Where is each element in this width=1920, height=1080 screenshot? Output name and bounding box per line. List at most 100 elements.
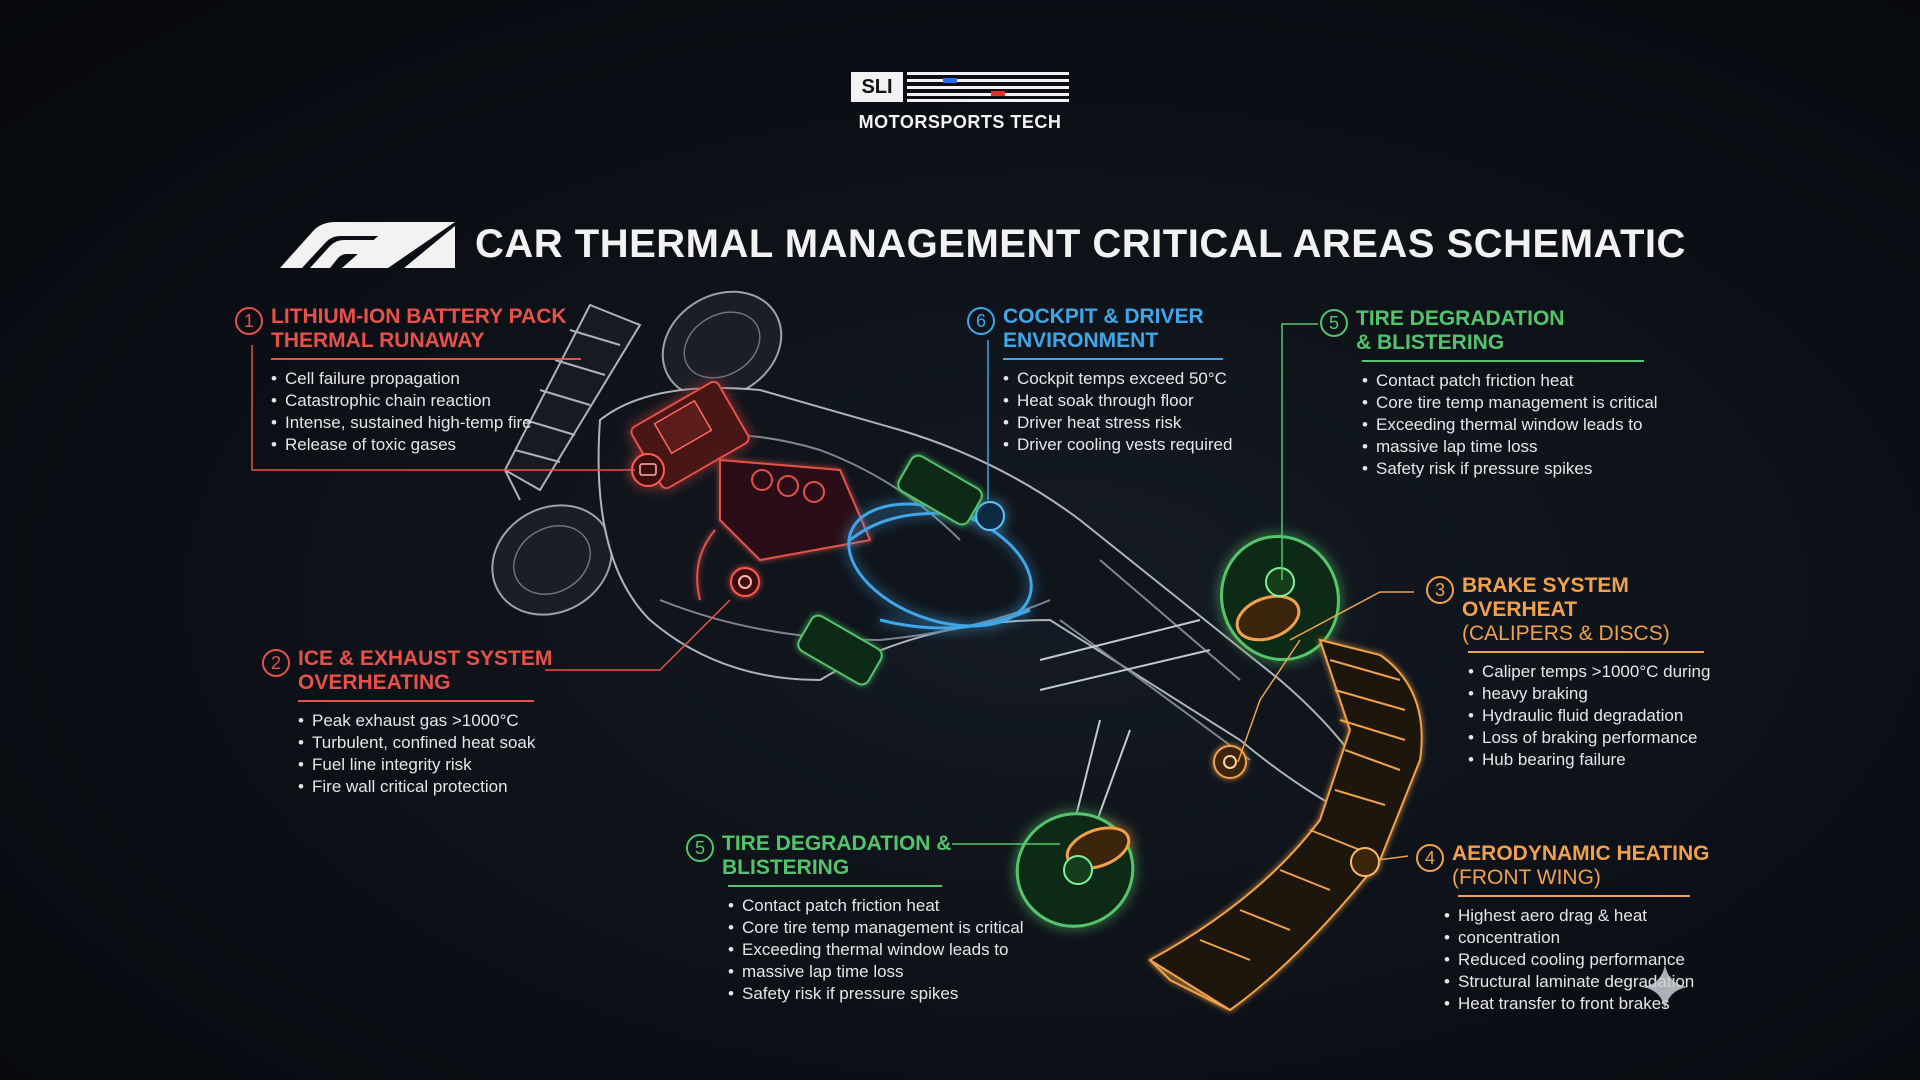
logo-stripe [907, 93, 1069, 96]
callout-rule [1468, 651, 1704, 653]
bullet: Core tire temp management is critical [1362, 392, 1658, 414]
callout-title-line1: LITHIUM-ION BATTERY PACK [271, 305, 567, 328]
bullet: Caliper temps >1000°C during [1468, 661, 1710, 683]
bullet: Hub bearing failure [1468, 749, 1710, 771]
callout-rule [271, 358, 581, 360]
bullet: Exceeding thermal window leads to [728, 939, 1024, 961]
bullet: massive lap time loss [1362, 436, 1658, 458]
bullet: Reduced cooling performance [1444, 949, 1709, 971]
bullet: massive lap time loss [728, 961, 1024, 983]
callout-bullets: Peak exhaust gas >1000°C Turbulent, conf… [298, 710, 552, 798]
bullet: Driver heat stress risk [1003, 412, 1232, 434]
callout-title-line1: BRAKE SYSTEM [1462, 574, 1629, 597]
front-right-wheel [1220, 534, 1340, 662]
callout-title: TIRE DEGRADATION & BLISTERING [722, 832, 951, 880]
callout-title: COCKPIT & DRIVER ENVIRONMENT [1003, 305, 1204, 353]
bullet: Heat soak through floor [1003, 390, 1232, 412]
bullet: Driver cooling vests required [1003, 434, 1232, 456]
callout-bullets: Highest aero drag & heat concentration R… [1444, 905, 1709, 1015]
logo-stripe [907, 79, 1069, 82]
callout-number: 1 [235, 307, 263, 335]
callout-brake: 3 BRAKE SYSTEM OVERHEAT (CALIPERS & DISC… [1426, 574, 1710, 771]
callout-number: 5 [1320, 309, 1348, 337]
callout-rule [1362, 360, 1644, 362]
brake-hub-marker [1213, 745, 1247, 779]
callout-title: AERODYNAMIC HEATING (FRONT WING) [1452, 842, 1709, 890]
rear-left-wheel [661, 290, 783, 400]
callout-title-line1: TIRE DEGRADATION [1356, 307, 1565, 330]
logo-blue-accent [943, 78, 957, 83]
callout-title-line2: BLISTERING [722, 856, 850, 879]
page-title: CAR THERMAL MANAGEMENT CRITICAL AREAS SC… [475, 221, 1686, 266]
callout-rule [1458, 895, 1690, 897]
bullet: Contact patch friction heat [728, 895, 1024, 917]
bullet: Hydraulic fluid degradation [1468, 705, 1710, 727]
bullet: Fire wall critical protection [298, 776, 552, 798]
callout-title: ICE & EXHAUST SYSTEM OVERHEATING [298, 647, 552, 695]
callout-battery: 1 LITHIUM-ION BATTERY PACK THERMAL RUNAW… [235, 305, 581, 456]
front-wing [1148, 638, 1423, 1012]
title-row: CAR THERMAL MANAGEMENT CRITICAL AREAS SC… [280, 214, 1686, 274]
callout-title-line2: & BLISTERING [1356, 331, 1505, 354]
bullet: Contact patch friction heat [1362, 370, 1658, 392]
brand-name: MOTORSPORTS TECH [858, 112, 1062, 132]
callout-bullets: Contact patch friction heat Core tire te… [1362, 370, 1658, 480]
logo-red-accent [991, 91, 1005, 96]
bullet: Core tire temp management is critical [728, 917, 1024, 939]
bullet: Exceeding thermal window leads to [1362, 414, 1658, 436]
callout-subtitle: (CALIPERS & DISCS) [1462, 622, 1670, 645]
callout-number: 6 [967, 307, 995, 335]
front-left-wheel [1015, 812, 1135, 928]
callout-bullets: Contact patch friction heat Core tire te… [728, 895, 1024, 1005]
rear-right-wheel [491, 504, 613, 616]
callout-rule [1003, 358, 1223, 360]
bullet: Fuel line integrity risk [298, 754, 552, 776]
bullet: Release of toxic gases [271, 434, 581, 456]
callout-tire-lower: 5 TIRE DEGRADATION & BLISTERING Contact … [686, 832, 1024, 1005]
battery-zone [630, 380, 750, 490]
callout-title-line1: TIRE DEGRADATION & [722, 832, 952, 855]
callout-subtitle: (FRONT WING) [1452, 866, 1601, 889]
callout-rule [298, 700, 534, 702]
callout-number: 5 [686, 834, 714, 862]
bullet: concentration [1444, 927, 1709, 949]
callout-cockpit: 6 COCKPIT & DRIVER ENVIRONMENT Cockpit t… [967, 305, 1232, 456]
callout-number: 2 [262, 649, 290, 677]
callout-bullets: Cell failure propagation Catastrophic ch… [271, 368, 581, 456]
brand-logo-mark: SLI [851, 72, 1069, 102]
bullet: Intense, sustained high-temp fire [271, 412, 581, 434]
logo-stripe [907, 72, 1069, 75]
f1-logo-icon [280, 222, 455, 268]
bullet: Turbulent, confined heat soak [298, 732, 552, 754]
bullet: Catastrophic chain reaction [271, 390, 581, 412]
callout-title: LITHIUM-ION BATTERY PACK THERMAL RUNAWAY [271, 305, 567, 353]
bullet: Safety risk if pressure spikes [1362, 458, 1658, 480]
bullet: Safety risk if pressure spikes [728, 983, 1024, 1005]
callout-title-line2: THERMAL RUNAWAY [271, 329, 485, 352]
leader-lines [251, 323, 1414, 861]
bullet: Cell failure propagation [271, 368, 581, 390]
callout-rule [728, 885, 942, 887]
bullet: Structural laminate degradation [1444, 971, 1709, 993]
logo-stripe [907, 86, 1069, 89]
sidepod-coolers [797, 454, 983, 686]
callout-title-line2: OVERHEATING [298, 671, 451, 694]
callout-bullets: Caliper temps >1000°C during heavy braki… [1468, 661, 1710, 771]
callout-title-line2: ENVIRONMENT [1003, 329, 1159, 352]
logo-stripe [907, 99, 1069, 102]
callout-tire-upper: 5 TIRE DEGRADATION & BLISTERING Contact … [1320, 307, 1658, 480]
callout-title-line2: OVERHEAT [1462, 598, 1578, 621]
callout-title-line1: ICE & EXHAUST SYSTEM [298, 647, 553, 670]
bullet: heavy braking [1468, 683, 1710, 705]
bullet: Loss of braking performance [1468, 727, 1710, 749]
callout-number: 3 [1426, 576, 1454, 604]
bullet: Heat transfer to front brakes [1444, 993, 1709, 1015]
sparkle-icon [1642, 964, 1688, 1010]
callout-bullets: Cockpit temps exceed 50°C Heat soak thro… [1003, 368, 1232, 456]
bullet: Highest aero drag & heat [1444, 905, 1709, 927]
callout-number: 4 [1416, 844, 1444, 872]
bullet: Cockpit temps exceed 50°C [1003, 368, 1232, 390]
brand-logo: SLI MOTORSPORTS TECH [850, 72, 1070, 133]
bullet: Peak exhaust gas >1000°C [298, 710, 552, 732]
callout-title-line1: COCKPIT & DRIVER [1003, 305, 1204, 328]
